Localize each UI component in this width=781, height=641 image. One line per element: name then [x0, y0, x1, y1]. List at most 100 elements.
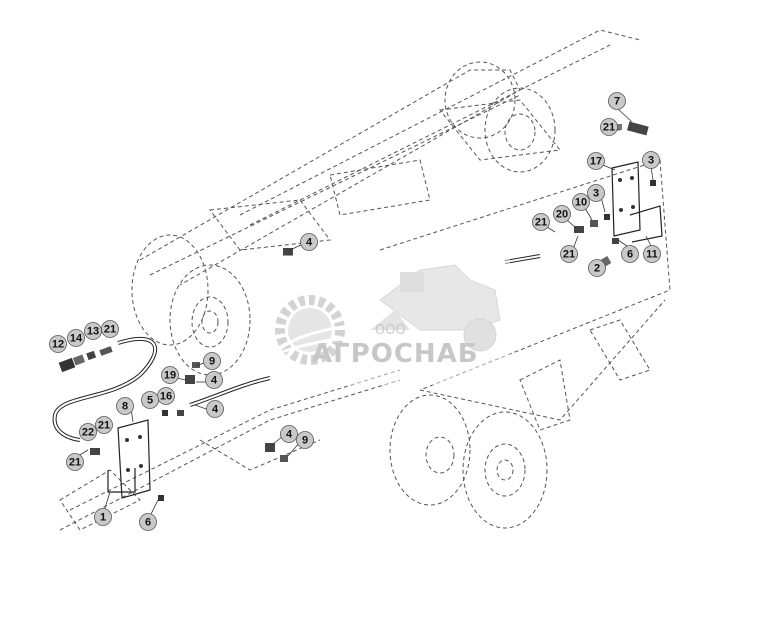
callout-number: 13 [87, 326, 99, 338]
callout-circle [141, 391, 159, 409]
callout-number: 12 [52, 339, 64, 351]
callout-circle [600, 118, 618, 136]
callout-number: 21 [104, 324, 116, 336]
callout-number: 2 [594, 263, 600, 275]
callout-circle [161, 366, 179, 384]
callout-circle [101, 320, 119, 338]
part-callout-9: 9 [203, 352, 221, 370]
callout-circle [587, 152, 605, 170]
part-callout-3: 3 [587, 184, 605, 202]
watermark-prefix: ООО [375, 323, 406, 338]
part-callout-16: 16 [157, 387, 175, 405]
front-hydraulic-hose [52, 336, 158, 442]
u-bolt-1 [107, 468, 136, 493]
callout-circle [116, 397, 134, 415]
callout-circle [643, 245, 661, 263]
part-callout-7: 7 [608, 92, 626, 110]
callout-number: 8 [122, 401, 128, 413]
part-callout-21: 21 [66, 453, 84, 471]
callout-number: 21 [98, 420, 110, 432]
part-callout-12: 12 [49, 335, 67, 353]
callout-circle [296, 431, 314, 449]
callout-number: 3 [593, 188, 599, 200]
callout-number: 11 [646, 249, 658, 261]
callout-circle [66, 453, 84, 471]
callout-number: 14 [70, 333, 83, 345]
callout-number: 7 [614, 96, 620, 108]
callout-number: 6 [145, 517, 151, 529]
callout-circle [642, 151, 660, 169]
callout-circle [587, 184, 605, 202]
trailer-chassis [59, 29, 671, 531]
callout-number: 17 [590, 156, 602, 168]
small-fittings [90, 180, 656, 501]
callout-number: 21 [535, 217, 547, 229]
callout-number: 10 [575, 197, 587, 209]
callout-circle [280, 425, 298, 443]
callout-number: 3 [648, 155, 654, 167]
part-callout-9: 9 [296, 431, 314, 449]
callout-circle [139, 513, 157, 531]
callout-number: 4 [212, 404, 219, 416]
part-callout-17: 17 [587, 152, 605, 170]
watermark-company-name: АГРОСНАБ [312, 339, 479, 369]
callout-circle [67, 329, 85, 347]
part-callout-14: 14 [67, 329, 85, 347]
callout-number: 22 [82, 427, 94, 439]
bracket-8 [117, 419, 151, 499]
part-callout-2: 2 [588, 259, 606, 277]
callout-circle [572, 193, 590, 211]
callout-circle [205, 371, 223, 389]
part-callout-21: 21 [560, 245, 578, 263]
front-wheels [131, 234, 251, 376]
callout-circle [588, 259, 606, 277]
callout-number: 4 [306, 237, 313, 249]
part-callout-21: 21 [101, 320, 119, 338]
part-callout-4: 4 [205, 371, 223, 389]
callout-number: 1 [100, 512, 106, 524]
part-callout-11: 11 [643, 245, 661, 263]
part-callout-4: 4 [280, 425, 298, 443]
callout-number: 4 [211, 375, 218, 387]
callout-circle [79, 423, 97, 441]
part-callout-10: 10 [572, 193, 590, 211]
callout-circle [608, 92, 626, 110]
callout-number: 21 [69, 457, 81, 469]
part-callout-6: 6 [139, 513, 157, 531]
part-callout-5: 5 [141, 391, 159, 409]
callout-number: 5 [147, 395, 153, 407]
callout-number: 9 [209, 356, 215, 368]
rear-top-wheels [444, 61, 556, 173]
coupler-7 [614, 121, 649, 136]
u-bolt-11 [629, 205, 663, 243]
callout-circle [553, 205, 571, 223]
part-callout-1: 1 [94, 508, 112, 526]
callout-circle [560, 245, 578, 263]
quick-coupler-12 [58, 346, 113, 373]
part-callout-22: 22 [79, 423, 97, 441]
part-callout-6: 6 [621, 245, 639, 263]
callout-number: 21 [563, 249, 575, 261]
callout-circle [95, 416, 113, 434]
callout-number: 19 [164, 370, 176, 382]
part-callout-19: 19 [161, 366, 179, 384]
callout-number: 4 [286, 429, 293, 441]
rear-bottom-wheels [389, 394, 548, 529]
callout-circle [532, 213, 550, 231]
callout-number: 9 [302, 435, 308, 447]
part-callout-4: 4 [300, 233, 318, 251]
callout-circle [206, 400, 224, 418]
part-callout-21: 21 [600, 118, 618, 136]
callout-circle [203, 352, 221, 370]
part-callout-3: 3 [642, 151, 660, 169]
center-hydraulic-line [189, 254, 541, 407]
callout-number: 6 [627, 249, 633, 261]
callout-circle [94, 508, 112, 526]
part-callout-13: 13 [84, 322, 102, 340]
part-callout-20: 20 [553, 205, 571, 223]
callout-number: 21 [603, 122, 615, 134]
callout-number: 20 [556, 209, 568, 221]
part-callout-21: 21 [532, 213, 550, 231]
